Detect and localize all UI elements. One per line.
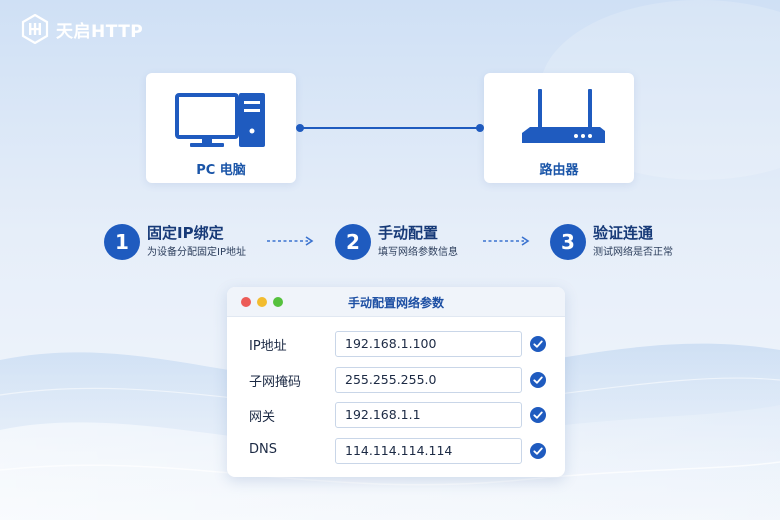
gateway-field[interactable]: 192.168.1.1 (335, 402, 522, 428)
router-device-label: 路由器 (539, 163, 579, 178)
brand-logo-icon (21, 14, 49, 44)
check-circle-icon (530, 407, 546, 423)
subnet-mask-label: 子网掩码 (249, 375, 302, 390)
step-subtitle: 填写网络参数信息 (378, 247, 458, 258)
dashed-arrow-icon (483, 236, 530, 246)
router-device-card: 路由器 (484, 73, 634, 183)
minimize-window-button[interactable] (257, 297, 267, 307)
check-circle-icon (530, 443, 546, 459)
maximize-window-button[interactable] (273, 297, 283, 307)
step-number-badge: 2 (335, 224, 371, 260)
brand-logo: 天启HTTP (20, 14, 143, 44)
step-title: 固定IP绑定 (147, 224, 224, 242)
dns-field[interactable]: 114.114.114.114 (335, 438, 522, 464)
step-subtitle: 为设备分配固定IP地址 (147, 247, 246, 258)
dns-row: DNS 114.114.114.114 (227, 438, 565, 464)
gateway-row: 网关 192.168.1.1 (227, 402, 565, 428)
subnet-mask-field[interactable]: 255.255.255.0 (335, 367, 522, 393)
router-icon (522, 89, 605, 143)
step-number-badge: 3 (550, 224, 586, 260)
desktop-computer-icon (175, 93, 265, 147)
ip-address-field[interactable]: 192.168.1.100 (335, 331, 522, 357)
window-title: 手动配置网络参数 (347, 296, 444, 310)
window-titlebar: 手动配置网络参数 (227, 287, 565, 317)
network-config-window: 手动配置网络参数 IP地址 192.168.1.100 子网掩码 255.255… (227, 287, 565, 477)
brand-name: 天启HTTP (56, 21, 144, 42)
check-circle-icon (530, 336, 546, 352)
step-number-badge: 1 (104, 224, 140, 260)
pc-device-card: PC 电脑 (146, 73, 296, 183)
connection-line (296, 124, 484, 132)
step-manual-config: 2 手动配置 填写网络参数信息 (335, 222, 458, 260)
dashed-arrow-icon (267, 236, 314, 246)
gateway-label: 网关 (249, 410, 276, 425)
step-subtitle: 测试网络是否正常 (593, 247, 673, 258)
ip-address-label: IP地址 (249, 339, 287, 354)
check-circle-icon (530, 372, 546, 388)
subnet-mask-row: 子网掩码 255.255.255.0 (227, 367, 565, 393)
step-title: 手动配置 (378, 224, 439, 242)
step-title: 验证连通 (593, 224, 654, 242)
dns-label: DNS (249, 442, 277, 457)
step-fixed-ip: 1 固定IP绑定 为设备分配固定IP地址 (104, 222, 246, 260)
pc-device-label: PC 电脑 (196, 163, 246, 178)
close-window-button[interactable] (241, 297, 251, 307)
step-verify: 3 验证连通 测试网络是否正常 (550, 222, 673, 260)
ip-address-row: IP地址 192.168.1.100 (227, 331, 565, 357)
